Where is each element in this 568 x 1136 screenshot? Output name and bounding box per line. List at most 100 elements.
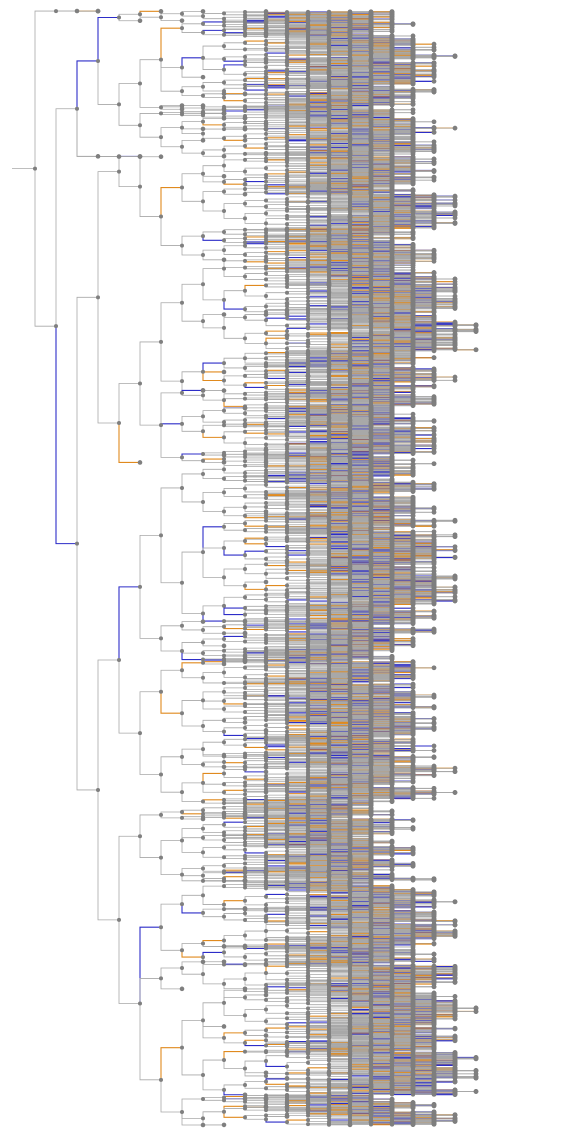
tree-branch-2042 <box>224 97 245 100</box>
tree-branch-534 <box>203 33 224 35</box>
tree-branch-2826 <box>203 134 224 139</box>
tree-branch-233 <box>119 17 140 20</box>
tree-branch-978 <box>287 52 308 53</box>
tree-branch-2448 <box>182 114 203 115</box>
tree-branch-1504 <box>287 75 308 76</box>
tree-branch-349 <box>245 25 266 26</box>
tree-branch-576 <box>224 35 245 36</box>
tree-branch-1229 <box>203 58 224 70</box>
tree-branch-1970 <box>182 91 203 95</box>
tree-branch-1972 <box>203 96 224 98</box>
tree-branch-2563 <box>140 125 161 137</box>
tree-branch-1204 <box>245 61 266 62</box>
tree-branch-646 <box>182 58 203 68</box>
tree-branch-1578 <box>245 74 266 77</box>
tree-branch-2571 <box>287 119 308 120</box>
tree-branch-1623 <box>287 80 308 81</box>
tree-branch-2259 <box>182 107 203 108</box>
tree-branch-58 <box>224 13 245 14</box>
tree-branch-2570 <box>266 120 287 121</box>
tree-branch-1012 <box>287 53 308 54</box>
tree-branch-381 <box>203 30 224 32</box>
tree-branch-383 <box>245 28 266 29</box>
tree-branch-1176 <box>266 60 287 61</box>
tree-branch-1308 <box>287 65 308 66</box>
tree-branch-2827 <box>224 136 245 138</box>
tree-branch-648 <box>224 43 245 46</box>
tree-branch-2453 <box>266 114 287 115</box>
tree-branch-295 <box>224 25 245 26</box>
tree-branch-8 <box>77 61 98 109</box>
tree-branch-2255 <box>140 84 161 108</box>
tree-branch-1982 <box>287 95 308 96</box>
tree-branch-1551 <box>308 76 329 77</box>
tree-branch-1230 <box>224 65 245 70</box>
tree-branch-16 <box>203 13 224 16</box>
tree-branch-806 <box>266 45 287 47</box>
tree-branch-239 <box>203 22 224 24</box>
tree-branch-1579 <box>182 67 203 77</box>
tree-branch-2261 <box>224 106 245 107</box>
tree-branch-2661 <box>266 121 287 122</box>
tree-branch-165 <box>245 17 266 18</box>
tree-branch-236 <box>140 60 161 84</box>
tree-branch-9 <box>98 17 119 60</box>
tree-branch-7 <box>56 109 77 326</box>
tree-branch-1865 <box>287 91 308 92</box>
tree-branch-1582 <box>203 82 224 86</box>
tree-branch-887 <box>245 49 266 50</box>
tree-branch-1432 <box>266 71 287 72</box>
tree-branch-2562 <box>224 117 245 118</box>
tree-branch-379 <box>224 26 245 27</box>
tree-branch-2548 <box>266 117 287 118</box>
tree-branch-1969 <box>224 91 245 94</box>
tree-branch-1345 <box>266 67 287 69</box>
tree-branch-2163 <box>287 102 308 103</box>
tree-branch-1583 <box>224 80 245 82</box>
tree-branch-2352 <box>224 110 245 111</box>
tree-branch-2348 <box>203 110 224 112</box>
tree-branch-2293 <box>245 107 266 108</box>
tree-branch-112 <box>245 15 266 16</box>
tree-branch-232 <box>161 17 182 20</box>
tree-branch-117 <box>266 16 287 17</box>
tree-branch-238 <box>182 24 203 28</box>
tree-branch-2565 <box>182 122 203 128</box>
tree-branch-2748 <box>287 126 308 127</box>
tree-branch-910 <box>245 49 266 50</box>
tree-branch-1233 <box>266 65 287 67</box>
tree-branch-2444 <box>161 113 182 114</box>
tree-branch-1814 <box>287 87 308 88</box>
tree-branch-1971 <box>203 94 224 96</box>
tree-branch-1467 <box>266 73 287 74</box>
tree-branch-1794 <box>245 86 266 88</box>
tree-branch-1584 <box>245 79 266 80</box>
tree-branch-0 <box>35 11 56 169</box>
tree-branch-911 <box>266 49 287 50</box>
tree-branch-2820 <box>203 129 224 134</box>
tree-branch-183 <box>224 19 245 20</box>
tree-branch-1393 <box>287 69 308 70</box>
tree-branch-10 <box>119 14 140 17</box>
tree-branch-2257 <box>161 107 182 108</box>
tree-branch-975 <box>224 57 245 59</box>
tree-branch-773 <box>287 43 308 44</box>
tree-branch-2747 <box>266 126 287 127</box>
tree-branch-535 <box>224 34 245 35</box>
tree-branch-2045 <box>287 97 308 98</box>
tree-branch-1231 <box>245 62 266 64</box>
tree-branch-1344 <box>308 67 329 68</box>
tree-branch-2564 <box>161 128 182 138</box>
tree-branch-2187 <box>287 103 308 104</box>
tree-branch-579 <box>266 36 287 37</box>
tree-branch-886 <box>224 46 245 49</box>
tree-branch-2129 <box>245 101 266 103</box>
tree-branch-1973 <box>224 94 245 97</box>
tree-branch-1792 <box>203 87 224 91</box>
tree-branch-2353 <box>245 110 266 111</box>
tree-branch-235 <box>119 84 140 105</box>
tree-branch-2016 <box>287 95 308 96</box>
tree-branch-237 <box>161 28 182 60</box>
tree-branch-1234 <box>287 64 308 65</box>
